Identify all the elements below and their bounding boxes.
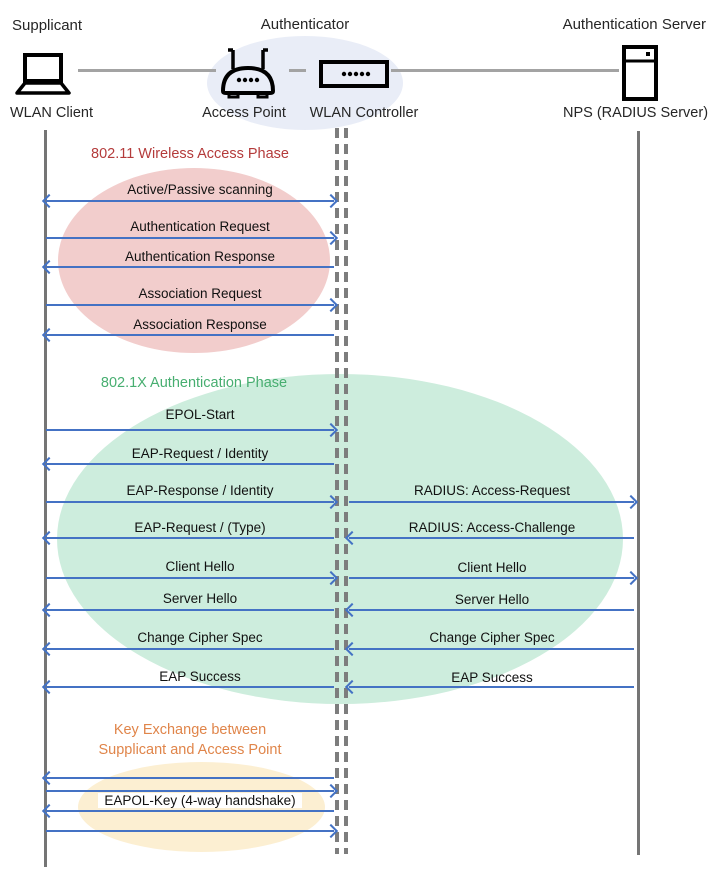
phase-title-key-exchange-line2: Supplicant and Access Point bbox=[98, 741, 282, 758]
role-label-authenticator: Authenticator bbox=[260, 16, 350, 33]
message-arrow bbox=[41, 259, 334, 275]
message-arrow bbox=[41, 193, 339, 209]
message-arrow bbox=[344, 530, 634, 546]
node-label-nps-radius-server: NPS (RADIUS Server) bbox=[563, 105, 709, 121]
message-arrow bbox=[41, 602, 334, 618]
message-arrow bbox=[46, 230, 339, 246]
message-label: EPOL-Start bbox=[165, 407, 235, 422]
message-label: Server Hello bbox=[454, 592, 530, 607]
message-arrow bbox=[41, 530, 334, 546]
message-arrow bbox=[344, 641, 634, 657]
connector-line bbox=[289, 69, 306, 72]
message-arrow bbox=[46, 783, 339, 799]
message-label: EAP-Request / Identity bbox=[131, 446, 269, 461]
message-label: RADIUS: Access-Challenge bbox=[408, 520, 576, 535]
message-label: Active/Passive scanning bbox=[127, 182, 273, 197]
role-label-authentication-server: Authentication Server bbox=[562, 16, 706, 33]
phase-title-80211: 802.11 Wireless Access Phase bbox=[91, 146, 289, 162]
laptop-icon bbox=[14, 52, 72, 96]
connector-line bbox=[391, 69, 619, 72]
message-label: RADIUS: Access-Request bbox=[413, 483, 571, 498]
message-arrow bbox=[349, 494, 639, 510]
message-arrow bbox=[344, 679, 634, 695]
lifeline-wlan-controller-left bbox=[335, 128, 339, 854]
message-label: Client Hello bbox=[457, 560, 527, 575]
phase-ellipse-8021x bbox=[57, 374, 623, 704]
message-label: Association Response bbox=[133, 317, 267, 332]
node-label-wlan-client: WLAN Client bbox=[10, 105, 93, 121]
message-label: EAPOL-Key (4-way handshake) bbox=[55, 793, 345, 809]
message-arrow bbox=[41, 770, 334, 786]
message-arrow bbox=[41, 803, 334, 819]
lifeline-wlan-controller-right bbox=[344, 128, 348, 854]
message-label: EAP Success bbox=[159, 669, 241, 684]
message-label: Authentication Request bbox=[130, 219, 270, 234]
message-arrow bbox=[46, 823, 339, 839]
wlan-controller-icon bbox=[319, 60, 389, 88]
authenticator-group-ellipse bbox=[207, 36, 403, 130]
message-label-text: EAPOL-Key (4-way handshake) bbox=[98, 793, 302, 808]
phase-title-key-exchange-line1: Key Exchange between bbox=[113, 722, 267, 738]
lifeline-nps-server bbox=[637, 131, 640, 855]
message-arrow bbox=[46, 422, 339, 438]
message-label: Change Cipher Spec bbox=[137, 630, 263, 645]
message-arrow bbox=[46, 570, 339, 586]
message-arrow bbox=[41, 456, 334, 472]
message-label: Client Hello bbox=[165, 559, 235, 574]
message-label: Change Cipher Spec bbox=[429, 630, 555, 645]
message-label: Server Hello bbox=[162, 591, 238, 606]
message-arrow bbox=[344, 602, 634, 618]
node-label-wlan-controller: WLAN Controller bbox=[309, 105, 419, 121]
node-label-access-point: Access Point bbox=[202, 105, 286, 121]
message-label: Association Request bbox=[138, 286, 262, 301]
lifeline-wlan-client bbox=[44, 130, 47, 867]
message-arrow bbox=[41, 327, 334, 343]
connector-line bbox=[78, 69, 216, 72]
message-label: Authentication Response bbox=[124, 249, 276, 264]
phase-ellipse-80211 bbox=[58, 168, 330, 353]
message-label: EAP-Request / (Type) bbox=[134, 520, 266, 535]
message-arrow bbox=[349, 570, 639, 586]
message-arrow bbox=[46, 297, 339, 313]
message-label: EAP-Response / Identity bbox=[126, 483, 274, 498]
server-icon bbox=[621, 44, 659, 102]
role-label-supplicant: Supplicant bbox=[12, 17, 83, 34]
phase-title-8021x: 802.1X Authentication Phase bbox=[100, 375, 288, 391]
message-label: EAP Success bbox=[451, 670, 533, 685]
message-arrow bbox=[46, 494, 339, 510]
access-point-icon bbox=[216, 42, 280, 100]
message-arrow bbox=[41, 641, 334, 657]
message-arrow bbox=[41, 679, 334, 695]
phase-title-key-exchange: Key Exchange between Supplicant and Acce… bbox=[58, 721, 322, 760]
